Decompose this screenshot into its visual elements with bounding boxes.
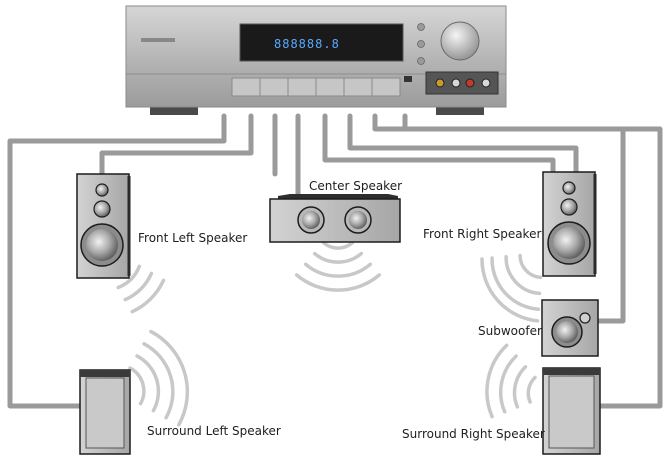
av-receiver: 888888.8 <box>125 5 507 115</box>
receiver-button <box>417 40 425 48</box>
subwoofer <box>541 299 599 357</box>
tweeter-icon <box>562 181 576 195</box>
receiver-button <box>417 57 425 65</box>
sound-wave-front-right-icon <box>480 253 543 323</box>
surround-left-speaker <box>79 369 131 455</box>
sound-wave-surround-left-icon <box>128 329 190 427</box>
label-surround-left-speaker: Surround Left Speaker <box>147 424 281 438</box>
speaker-labels: Center Speaker Front Left Speaker Front … <box>138 179 545 441</box>
label-subwoofer: Subwoofer <box>478 324 542 338</box>
receiver-display <box>239 23 404 62</box>
sound-wave-surround-right-icon <box>485 343 537 419</box>
cable-front-right-a <box>322 113 556 175</box>
receiver-logo-plate <box>141 38 175 42</box>
cable-surround-left <box>7 113 227 409</box>
front-right-speaker <box>542 171 597 277</box>
tweeter-icon <box>95 183 109 197</box>
cable-surround-right <box>402 113 663 409</box>
surround-right-speaker <box>542 367 601 455</box>
cable-front-left <box>99 113 254 177</box>
speaker-grille <box>85 377 125 449</box>
receiver-indicator <box>404 76 412 82</box>
label-center-speaker: Center Speaker <box>309 179 402 193</box>
label-surround-right-speaker: Surround Right Speaker <box>402 427 545 441</box>
label-front-right-speaker: Front Right Speaker <box>423 227 541 241</box>
receiver-button <box>417 23 425 31</box>
front-left-speaker <box>76 173 131 279</box>
receiver-jack-panel <box>425 71 499 95</box>
midrange-icon <box>560 198 578 216</box>
sound-wave-center-icon <box>294 241 382 292</box>
center-speaker <box>269 194 401 243</box>
sound-waves <box>109 241 543 427</box>
volume-knob-icon <box>440 21 480 61</box>
jack-icon <box>451 78 461 88</box>
label-front-left-speaker: Front Left Speaker <box>138 231 247 245</box>
midrange-icon <box>93 200 111 218</box>
speaker-cables <box>7 113 663 409</box>
receiver-foot-right <box>436 105 484 115</box>
receiver-display-text: 888888.8 <box>274 37 340 51</box>
jack-icon <box>435 78 445 88</box>
speaker-grille <box>548 375 595 449</box>
jack-icon <box>465 78 475 88</box>
jack-icon <box>481 78 491 88</box>
bass-port-icon <box>579 312 591 324</box>
receiver-foot-left <box>150 105 198 115</box>
cable-front-right-b <box>347 113 579 175</box>
